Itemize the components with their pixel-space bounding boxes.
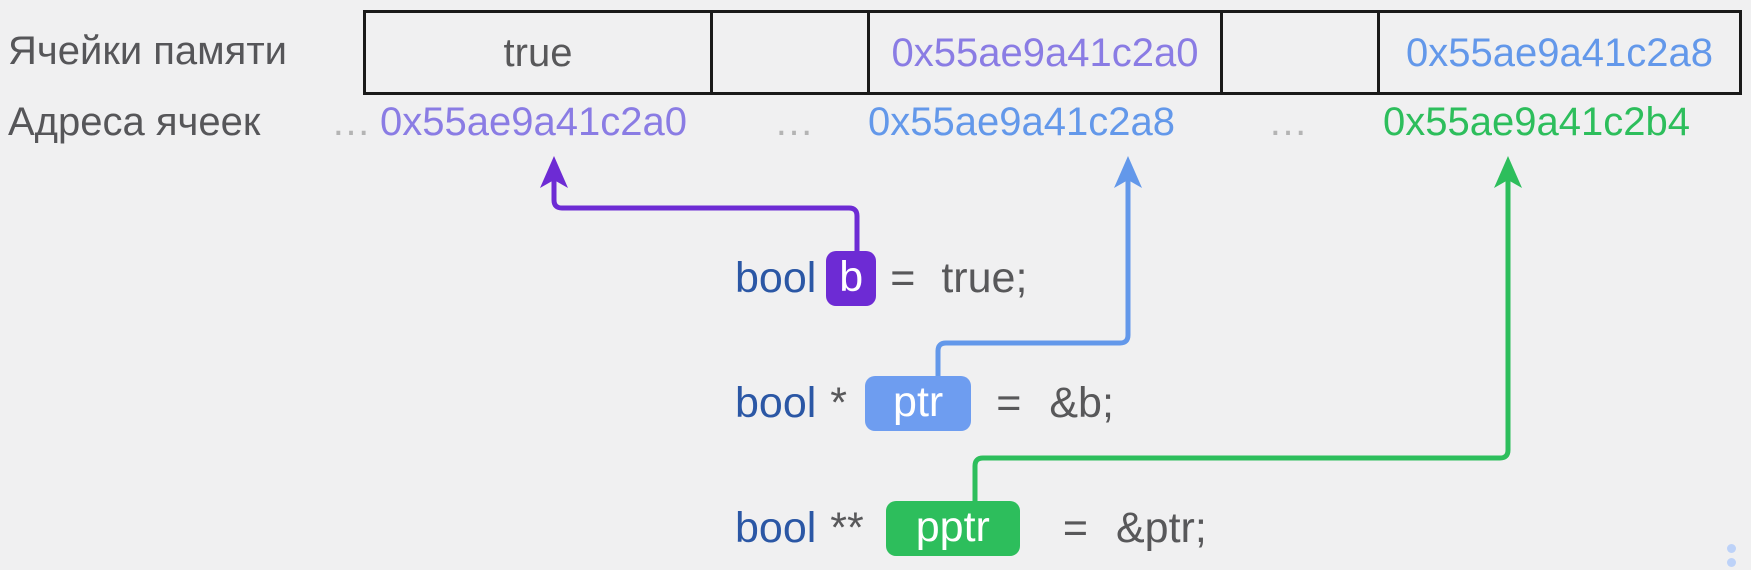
indicator-dot [1727, 544, 1736, 553]
variable-badge-ptr: ptr [865, 375, 972, 431]
address-ellipsis-3: … [1268, 100, 1310, 144]
arrow-b-line [551, 180, 860, 252]
memory-cell-empty-2 [1220, 13, 1377, 92]
arrow-b-head [540, 156, 568, 188]
variable-badge-pptr: pptr [885, 500, 1020, 556]
cell-addresses-label: Адреса ячеек [8, 100, 261, 144]
indicator-dot [1727, 558, 1736, 567]
arrow-ptr-head [1114, 156, 1142, 188]
code-line-ptr: bool * ptr = &b; [735, 372, 1114, 434]
memory-cell-empty-1 [710, 13, 867, 92]
variable-badge-b: b [826, 250, 877, 306]
equals-sign: = [890, 253, 916, 302]
memory-cell-true: true [503, 30, 573, 75]
keyword-bool: bool [735, 503, 817, 552]
keyword-bool: bool [735, 253, 817, 302]
code-line-pptr: bool ** pptr = &ptr; [735, 497, 1207, 559]
memory-cell-pptr-value: 0x55ae9a41c2a8 [1377, 13, 1739, 92]
pointer-asterisk: * [830, 378, 848, 427]
cell-address-pptr: 0x55ae9a41c2b4 [1383, 100, 1690, 144]
memory-cells-label: Ячейки памяти [8, 29, 288, 73]
arrow-pptr-line [972, 180, 1511, 502]
memory-cell-ptr-value: 0x55ae9a41c2a0 [867, 13, 1220, 92]
equals-sign: = [996, 378, 1022, 427]
keyword-bool: bool [735, 378, 817, 427]
equals-sign: = [1062, 503, 1088, 552]
cell-address-b: 0x55ae9a41c2a0 [380, 100, 687, 144]
value-address-of-b: &b; [1049, 378, 1114, 427]
value-address-of-ptr: &ptr; [1116, 503, 1207, 552]
arrow-pptr-head [1494, 156, 1522, 188]
pointer-double-asterisk: ** [830, 503, 864, 552]
cell-address-ptr: 0x55ae9a41c2a8 [868, 100, 1175, 144]
address-ellipsis-1: … [331, 100, 373, 144]
more-content-indicator [1727, 544, 1736, 567]
code-line-b: bool b = true; [735, 247, 1027, 309]
memory-cells-table: true 0x55ae9a41c2a0 0x55ae9a41c2a8 [363, 10, 1742, 95]
value-true: true; [941, 253, 1028, 302]
address-ellipsis-2: … [774, 100, 816, 144]
